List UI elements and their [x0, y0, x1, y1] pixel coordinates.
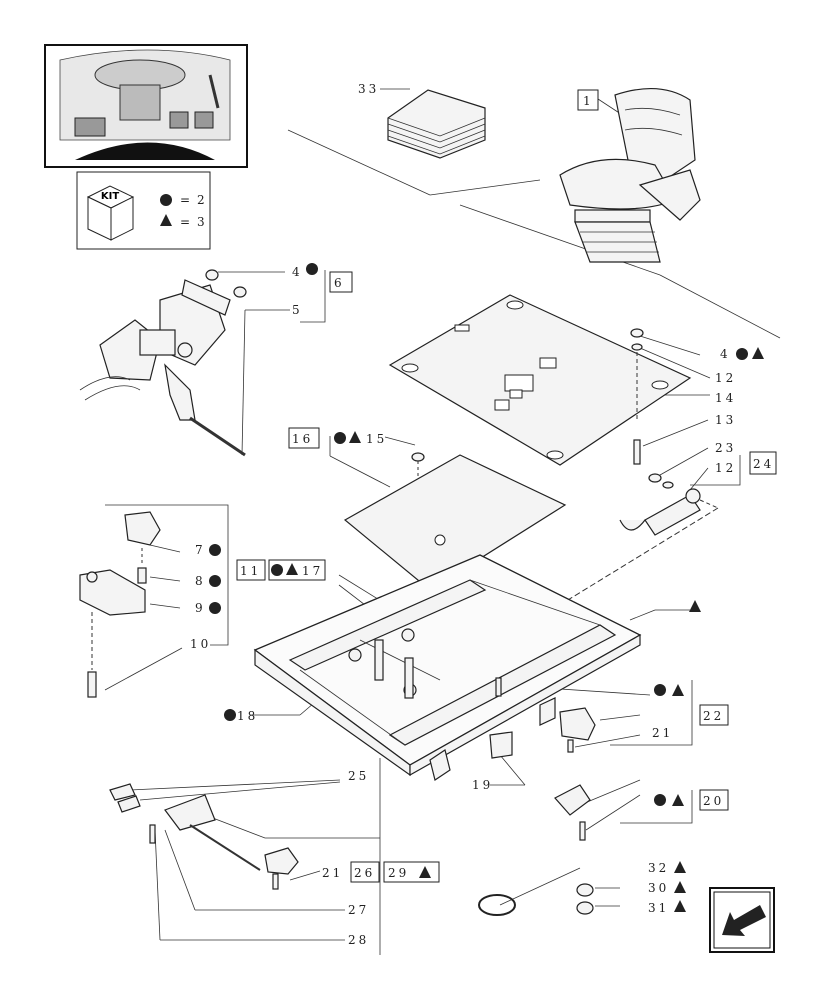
parts-25-28: [109, 783, 299, 890]
label-24: 24: [753, 457, 774, 471]
label-22: 22: [703, 709, 724, 723]
label-5: 5: [292, 303, 303, 317]
label-box-11: [236, 559, 266, 581]
seat-frame: [253, 554, 642, 781]
label-20: 20: [703, 794, 724, 808]
filled-triangle-icon: [689, 600, 701, 612]
label-box-26: [350, 861, 380, 883]
label-14: 14: [715, 391, 736, 405]
label-box-22: [699, 704, 729, 726]
filled-circle-icon: [334, 432, 346, 444]
kit-title: KIT: [101, 191, 119, 202]
label-6: 6: [334, 276, 345, 290]
label-25: 25: [348, 769, 369, 783]
kit-legend-circle-sep: =: [180, 193, 193, 207]
label-4-right: 4: [720, 347, 731, 361]
filled-circle-icon: [160, 194, 172, 206]
part-24-damper: [469, 488, 719, 661]
label-17: 17: [302, 564, 323, 578]
label-1: 1: [583, 94, 594, 108]
label-26: 26: [354, 866, 375, 880]
filled-circle-icon: [654, 684, 666, 696]
label-box-29: [383, 861, 440, 883]
label-16: 16: [292, 432, 313, 446]
label-8: 8: [195, 574, 206, 588]
label-box-17: [268, 559, 326, 581]
label-12-lower: 12: [715, 461, 736, 475]
filled-triangle-icon: [674, 900, 686, 912]
next-page-arrow-icon[interactable]: [709, 887, 775, 953]
label-13: 13: [715, 413, 736, 427]
parts-19-22: [489, 707, 596, 841]
label-10: 10: [190, 637, 211, 651]
label-box-16: [288, 427, 320, 449]
filled-circle-icon: [271, 564, 283, 576]
label-box-1: [577, 89, 599, 111]
filled-triangle-icon: [672, 684, 684, 696]
part-14-top-plate: [388, 294, 692, 466]
label-27: 27: [348, 903, 369, 917]
filled-triangle-icon: [286, 563, 298, 575]
filled-triangle-icon: [674, 881, 686, 893]
kit-legend-circle-value: 2: [197, 193, 208, 207]
filled-circle-icon: [306, 263, 318, 275]
kit-legend: KIT = 2 = 3: [76, 171, 211, 250]
label-30: 30: [648, 881, 669, 895]
label-11: 11: [240, 564, 261, 578]
kit-symbols: [209, 263, 764, 912]
label-18: 18: [237, 709, 258, 723]
label-33: 33: [358, 82, 379, 96]
label-12-upper: 12: [715, 371, 736, 385]
label-21-right: 21: [652, 726, 673, 740]
label-19: 19: [472, 778, 493, 792]
hardware-4-12-13: [630, 328, 674, 489]
filled-circle-icon: [736, 348, 748, 360]
filled-circle-icon: [209, 602, 221, 614]
filled-circle-icon: [209, 575, 221, 587]
label-box-20: [699, 789, 729, 811]
label-7: 7: [195, 543, 206, 557]
label-21-left: 21: [322, 866, 343, 880]
parts-30-32: [478, 883, 594, 916]
part-6-lever-assembly: [79, 269, 247, 457]
label-15: 15: [366, 432, 387, 446]
filled-triangle-icon: [674, 861, 686, 873]
part-33-cushion: [387, 89, 486, 159]
kit-legend-triangle-sep: =: [180, 215, 193, 229]
label-32: 32: [648, 861, 669, 875]
label-31: 31: [648, 901, 669, 915]
part-1-seat: [559, 87, 701, 263]
filled-circle-icon: [224, 709, 236, 721]
part-16-mat: [343, 452, 567, 591]
filled-triangle-icon: [419, 866, 431, 878]
filled-circle-icon: [654, 794, 666, 806]
filled-triangle-icon: [672, 794, 684, 806]
label-9: 9: [195, 601, 206, 615]
location-thumbnail: [44, 44, 248, 168]
label-box-24: [749, 451, 777, 475]
filled-triangle-icon: [160, 214, 172, 226]
kit-legend-triangle-value: 3: [197, 215, 208, 229]
label-28: 28: [348, 933, 369, 947]
filled-triangle-icon: [349, 431, 361, 443]
filled-circle-icon: [209, 544, 221, 556]
label-23: 23: [715, 441, 736, 455]
label-4-top: 4: [292, 265, 303, 279]
filled-triangle-icon: [752, 347, 764, 359]
label-box-6: [329, 271, 353, 293]
label-29: 29: [388, 866, 409, 880]
parts-7-10: [79, 511, 161, 698]
